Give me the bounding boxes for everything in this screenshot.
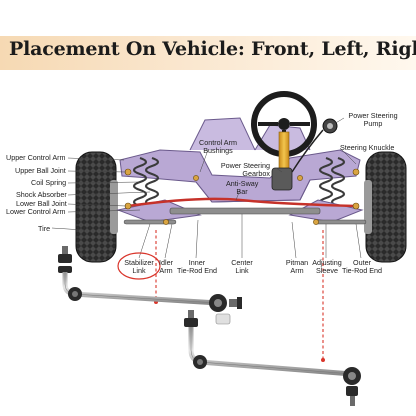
label-steering-knuckle: Steering Knuckle [340, 144, 394, 152]
left-wheel [76, 152, 118, 262]
label-lower-control-arm: Lower Control Arm [6, 208, 66, 216]
label-center-link: Center Link [228, 259, 256, 275]
steering-shaft [279, 132, 289, 170]
label-idler-arm: Idler Arm [155, 259, 177, 275]
label-power-steering-pump: Power Steering Pump [344, 112, 402, 128]
label-shock-absorber: Shock Absorber [16, 191, 67, 199]
label-tire: Tire [38, 225, 50, 233]
label-outer-tie-rod-end: Outer Tie-Rod End [340, 259, 384, 275]
label-pitman-arm: Pitman Arm [284, 259, 310, 275]
label-coil-spring: Coil Spring [31, 179, 66, 187]
right-wheel [364, 152, 406, 262]
label-adjusting-sleeve: Adjusting Sleeve [310, 259, 344, 275]
label-upper-control-arm: Upper Control Arm [6, 154, 66, 162]
power-steering-gearbox [272, 168, 292, 190]
label-inner-tie-rod-end: Inner Tie-Rod End [176, 259, 218, 275]
right-tie-rod [314, 220, 366, 224]
label-control-arm-bushings: Control Arm Bushings [196, 139, 240, 155]
label-anti-sway-bar: Anti-Sway Bar [226, 180, 258, 196]
label-stabilizer-link: Stabilizer Link [119, 259, 159, 275]
center-link [170, 208, 320, 214]
stabilizer-link-product-2 [184, 310, 361, 406]
label-upper-ball-joint: Upper Ball Joint [15, 167, 66, 175]
label-power-steering-gearbox: Power Steering Gearbox [214, 162, 270, 178]
